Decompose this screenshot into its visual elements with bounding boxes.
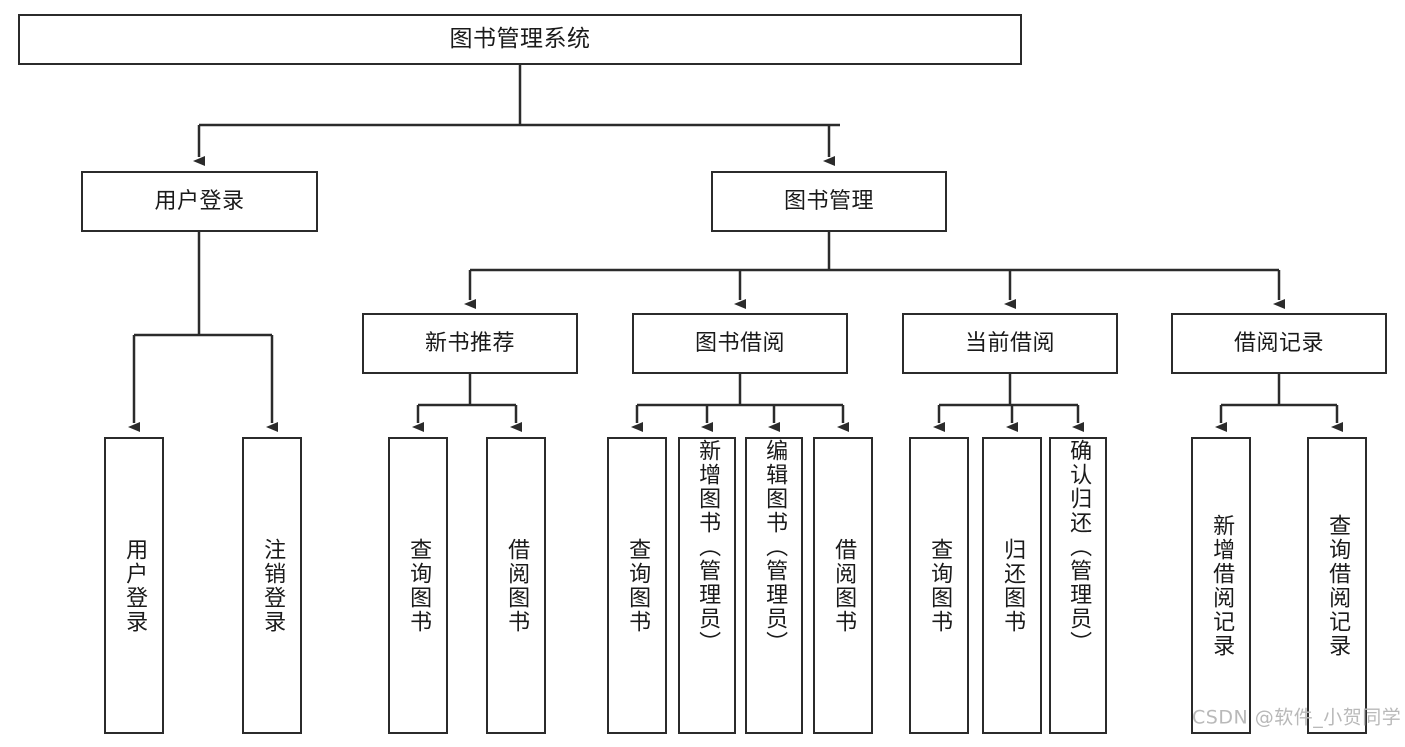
node-current-borrow-label: 当前借阅	[964, 330, 1055, 356]
node-current-borrow[interactable]: 当前借阅	[902, 313, 1118, 374]
node-leaf-logout[interactable]: 注销登录	[242, 437, 302, 734]
node-new-book-recommend-label: 新书推荐	[424, 330, 515, 356]
node-leaf-return-book-label: 归还图书	[1000, 537, 1026, 634]
node-leaf-add-record[interactable]: 新增借阅记录	[1191, 437, 1251, 734]
node-leaf-return-book[interactable]: 归还图书	[982, 437, 1042, 734]
node-leaf-query-book-rec-label: 查询图书	[406, 537, 432, 634]
node-leaf-add-record-label: 新增借阅记录	[1209, 513, 1235, 658]
node-leaf-query-record-label: 查询借阅记录	[1325, 513, 1351, 658]
node-borrow-record-label: 借阅记录	[1233, 330, 1324, 356]
node-leaf-query-book-cur-label: 查询图书	[927, 537, 953, 634]
node-leaf-confirm-return[interactable]: 确认归还（管理员）	[1049, 437, 1107, 734]
node-book-borrow-label: 图书借阅	[694, 330, 785, 356]
node-book-borrow[interactable]: 图书借阅	[632, 313, 848, 374]
node-user-login[interactable]: 用户登录	[81, 171, 318, 232]
csdn-watermark: CSDN @软件_小贺同学	[1192, 706, 1402, 729]
node-user-login-label: 用户登录	[154, 188, 245, 214]
node-leaf-borrow-book-label: 借阅图书	[831, 537, 857, 634]
node-leaf-add-book-label: 新增图书（管理员）	[695, 439, 721, 655]
node-leaf-user-login[interactable]: 用户登录	[104, 437, 164, 734]
node-root-label: 图书管理系统	[449, 26, 591, 52]
node-leaf-logout-label: 注销登录	[260, 537, 286, 634]
node-leaf-query-book-rec[interactable]: 查询图书	[388, 437, 448, 734]
node-leaf-query-record[interactable]: 查询借阅记录	[1307, 437, 1367, 734]
node-leaf-query-book-cur[interactable]: 查询图书	[909, 437, 969, 734]
node-leaf-add-book[interactable]: 新增图书（管理员）	[678, 437, 736, 734]
node-leaf-query-book-borrow[interactable]: 查询图书	[607, 437, 667, 734]
node-book-manage[interactable]: 图书管理	[711, 171, 947, 232]
node-borrow-record[interactable]: 借阅记录	[1171, 313, 1387, 374]
node-leaf-borrow-book[interactable]: 借阅图书	[813, 437, 873, 734]
node-book-manage-label: 图书管理	[783, 188, 874, 214]
node-new-book-recommend[interactable]: 新书推荐	[362, 313, 578, 374]
node-root[interactable]: 图书管理系统	[18, 14, 1022, 65]
node-leaf-edit-book-label: 编辑图书（管理员）	[762, 439, 788, 655]
node-leaf-borrow-book-rec[interactable]: 借阅图书	[486, 437, 546, 734]
node-leaf-edit-book[interactable]: 编辑图书（管理员）	[745, 437, 803, 734]
node-leaf-confirm-return-label: 确认归还（管理员）	[1066, 439, 1092, 655]
node-leaf-borrow-book-rec-label: 借阅图书	[504, 537, 530, 634]
node-leaf-query-book-borrow-label: 查询图书	[625, 537, 651, 634]
node-leaf-user-login-label: 用户登录	[122, 537, 148, 634]
